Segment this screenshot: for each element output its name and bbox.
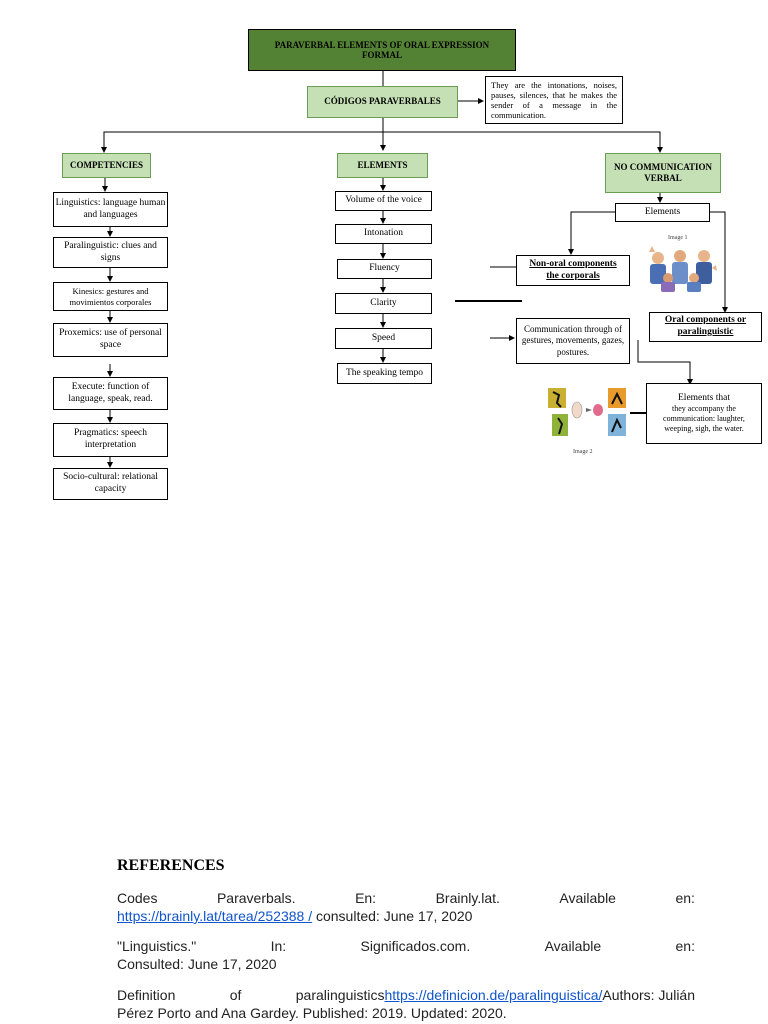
gestures-text: Communication through of gestures, movem… xyxy=(521,324,625,357)
oral-line2: paralinguistic xyxy=(677,327,734,337)
competency-text: Socio-cultural: relational capacity xyxy=(63,472,158,494)
definition-text: They are the intonations, noises, pauses… xyxy=(491,79,617,121)
accompany-box: Elements that they accompany the communi… xyxy=(646,383,762,444)
ref-word: Brainly.lat. xyxy=(435,890,500,906)
ref-word: Paraverbals. xyxy=(216,890,296,906)
element-intonation: Intonation xyxy=(335,224,432,244)
ref3-tail: Authors: Julián xyxy=(602,987,695,1003)
competency-kinesics: Kinesics: gestures and movimientos corpo… xyxy=(53,282,168,311)
competencies-label: COMPETENCIES xyxy=(69,159,143,170)
ref3-mid-group: paralinguisticshttps://definicion.de/par… xyxy=(296,986,695,1004)
competency-text: Linguistics: language human and language… xyxy=(55,197,166,220)
people-gesturing-image xyxy=(646,244,718,292)
elements-sub-label: Elements xyxy=(644,206,681,217)
accompany-line1: Elements that xyxy=(678,392,730,403)
competency-paralinguistic: Paralinguistic: clues and signs xyxy=(53,237,168,268)
ref-word: Available xyxy=(544,938,602,954)
competency-execute: Execute: function of language, speak, re… xyxy=(53,377,168,410)
non-oral-components-box: Non-oral components the corporals xyxy=(516,255,630,286)
no-communication-header: NO COMMUNICATION VERBAL xyxy=(605,153,721,193)
element-speaking-tempo: The speaking tempo xyxy=(337,363,432,384)
element-text: Clarity xyxy=(370,297,397,308)
codigos-label: CÓDIGOS PARAVERBALES xyxy=(324,96,441,107)
ref-word: Codes xyxy=(117,890,158,906)
paralinguistic-icons-image xyxy=(548,388,626,436)
element-speed: Speed xyxy=(335,328,432,349)
ref3-mid: paralinguistics xyxy=(295,987,385,1003)
element-volume: Volume of the voice xyxy=(335,191,432,211)
title-line1: PARAVERBAL ELEMENTS OF ORAL EXPRESSION xyxy=(274,39,490,50)
oral-line1: Oral components or xyxy=(664,315,747,326)
competency-pragmatics: Pragmatics: speech interpretation xyxy=(53,423,168,457)
element-text: Speed xyxy=(371,332,396,343)
competency-text: Proxemics: use of personal space xyxy=(59,328,162,350)
ref-word: Significados.com. xyxy=(360,938,471,954)
competency-text: Pragmatics: speech interpretation xyxy=(73,428,148,450)
elements-header: ELEMENTS xyxy=(337,153,428,178)
no-communication-line1: NO COMMUNICATION xyxy=(613,161,713,172)
ref-word: of xyxy=(229,987,242,1003)
ref-word: In: xyxy=(270,938,287,954)
gestures-box: Communication through of gestures, movem… xyxy=(516,318,630,364)
no-communication-line2: VERBAL xyxy=(644,173,682,183)
ref-word: Definition xyxy=(117,987,176,1003)
element-text: The speaking tempo xyxy=(345,367,424,378)
competency-text: Execute: function of language, speak, re… xyxy=(68,381,153,404)
element-text: Fluency xyxy=(369,263,400,274)
competency-text: Kinesics: gestures and movimientos corpo… xyxy=(69,285,152,307)
competency-linguistics: Linguistics: language human and language… xyxy=(53,192,168,227)
codigos-paraverbales-box: CÓDIGOS PARAVERBALES xyxy=(307,86,458,118)
image1-label: Image 1 xyxy=(668,235,688,241)
element-fluency: Fluency xyxy=(337,259,432,279)
ref-word: Available xyxy=(559,890,616,906)
element-text: Intonation xyxy=(363,228,404,239)
non-oral-line1: Non-oral components xyxy=(529,258,617,269)
element-clarity: Clarity xyxy=(335,293,432,314)
reference-2: "Linguistics." In: Significados.com. Ava… xyxy=(117,937,695,973)
ref-word: en: xyxy=(675,938,695,954)
accompany-line2: they accompany the communication: laught… xyxy=(663,404,745,434)
non-oral-line2: the corporals xyxy=(546,270,600,281)
ref-word: en: xyxy=(675,890,695,906)
definition-box: They are the intonations, noises, pauses… xyxy=(485,76,623,124)
ref-word: En: xyxy=(355,890,377,906)
reference-3-line1: Definition of paralinguisticshttps://def… xyxy=(117,986,695,1004)
elements-sub-box: Elements xyxy=(615,203,710,222)
reference-2-line1: "Linguistics." In: Significados.com. Ava… xyxy=(117,937,695,955)
competencies-header: COMPETENCIES xyxy=(62,153,151,178)
reference-3: Definition of paralinguisticshttps://def… xyxy=(117,986,695,1022)
reference-1-line2: https://brainly.lat/tarea/252388 / consu… xyxy=(117,907,695,925)
reference-2-line2: Consulted: June 17, 2020 xyxy=(117,956,277,972)
competency-socio-cultural: Socio-cultural: relational capacity xyxy=(53,468,168,500)
diagram-title: PARAVERBAL ELEMENTS OF ORAL EXPRESSION F… xyxy=(248,29,516,71)
image2-label: Image 2 xyxy=(573,449,593,455)
competency-proxemics: Proxemics: use of personal space xyxy=(53,323,168,357)
oral-components-box: Oral components or paralinguistic xyxy=(649,312,762,342)
reference-1: Codes Paraverbals. En: Brainly.lat. Avai… xyxy=(117,889,695,925)
element-text: Volume of the voice xyxy=(345,195,422,206)
references-title: REFERENCES xyxy=(117,857,225,874)
competency-text: Paralinguistic: clues and signs xyxy=(64,240,157,263)
brainly-link[interactable]: https://brainly.lat/tarea/252388 / xyxy=(117,908,313,924)
ref-word: "Linguistics." xyxy=(117,938,197,954)
ref-tail: consulted: June 17, 2020 xyxy=(312,908,473,924)
reference-3-line2: Pérez Porto and Ana Gardey. Published: 2… xyxy=(117,1005,507,1021)
reference-1-line1: Codes Paraverbals. En: Brainly.lat. Avai… xyxy=(117,889,695,907)
definicion-link[interactable]: https://definicion.de/paralinguistica/ xyxy=(384,987,603,1003)
elements-label: ELEMENTS xyxy=(357,159,408,170)
title-line2: FORMAL xyxy=(362,50,402,60)
